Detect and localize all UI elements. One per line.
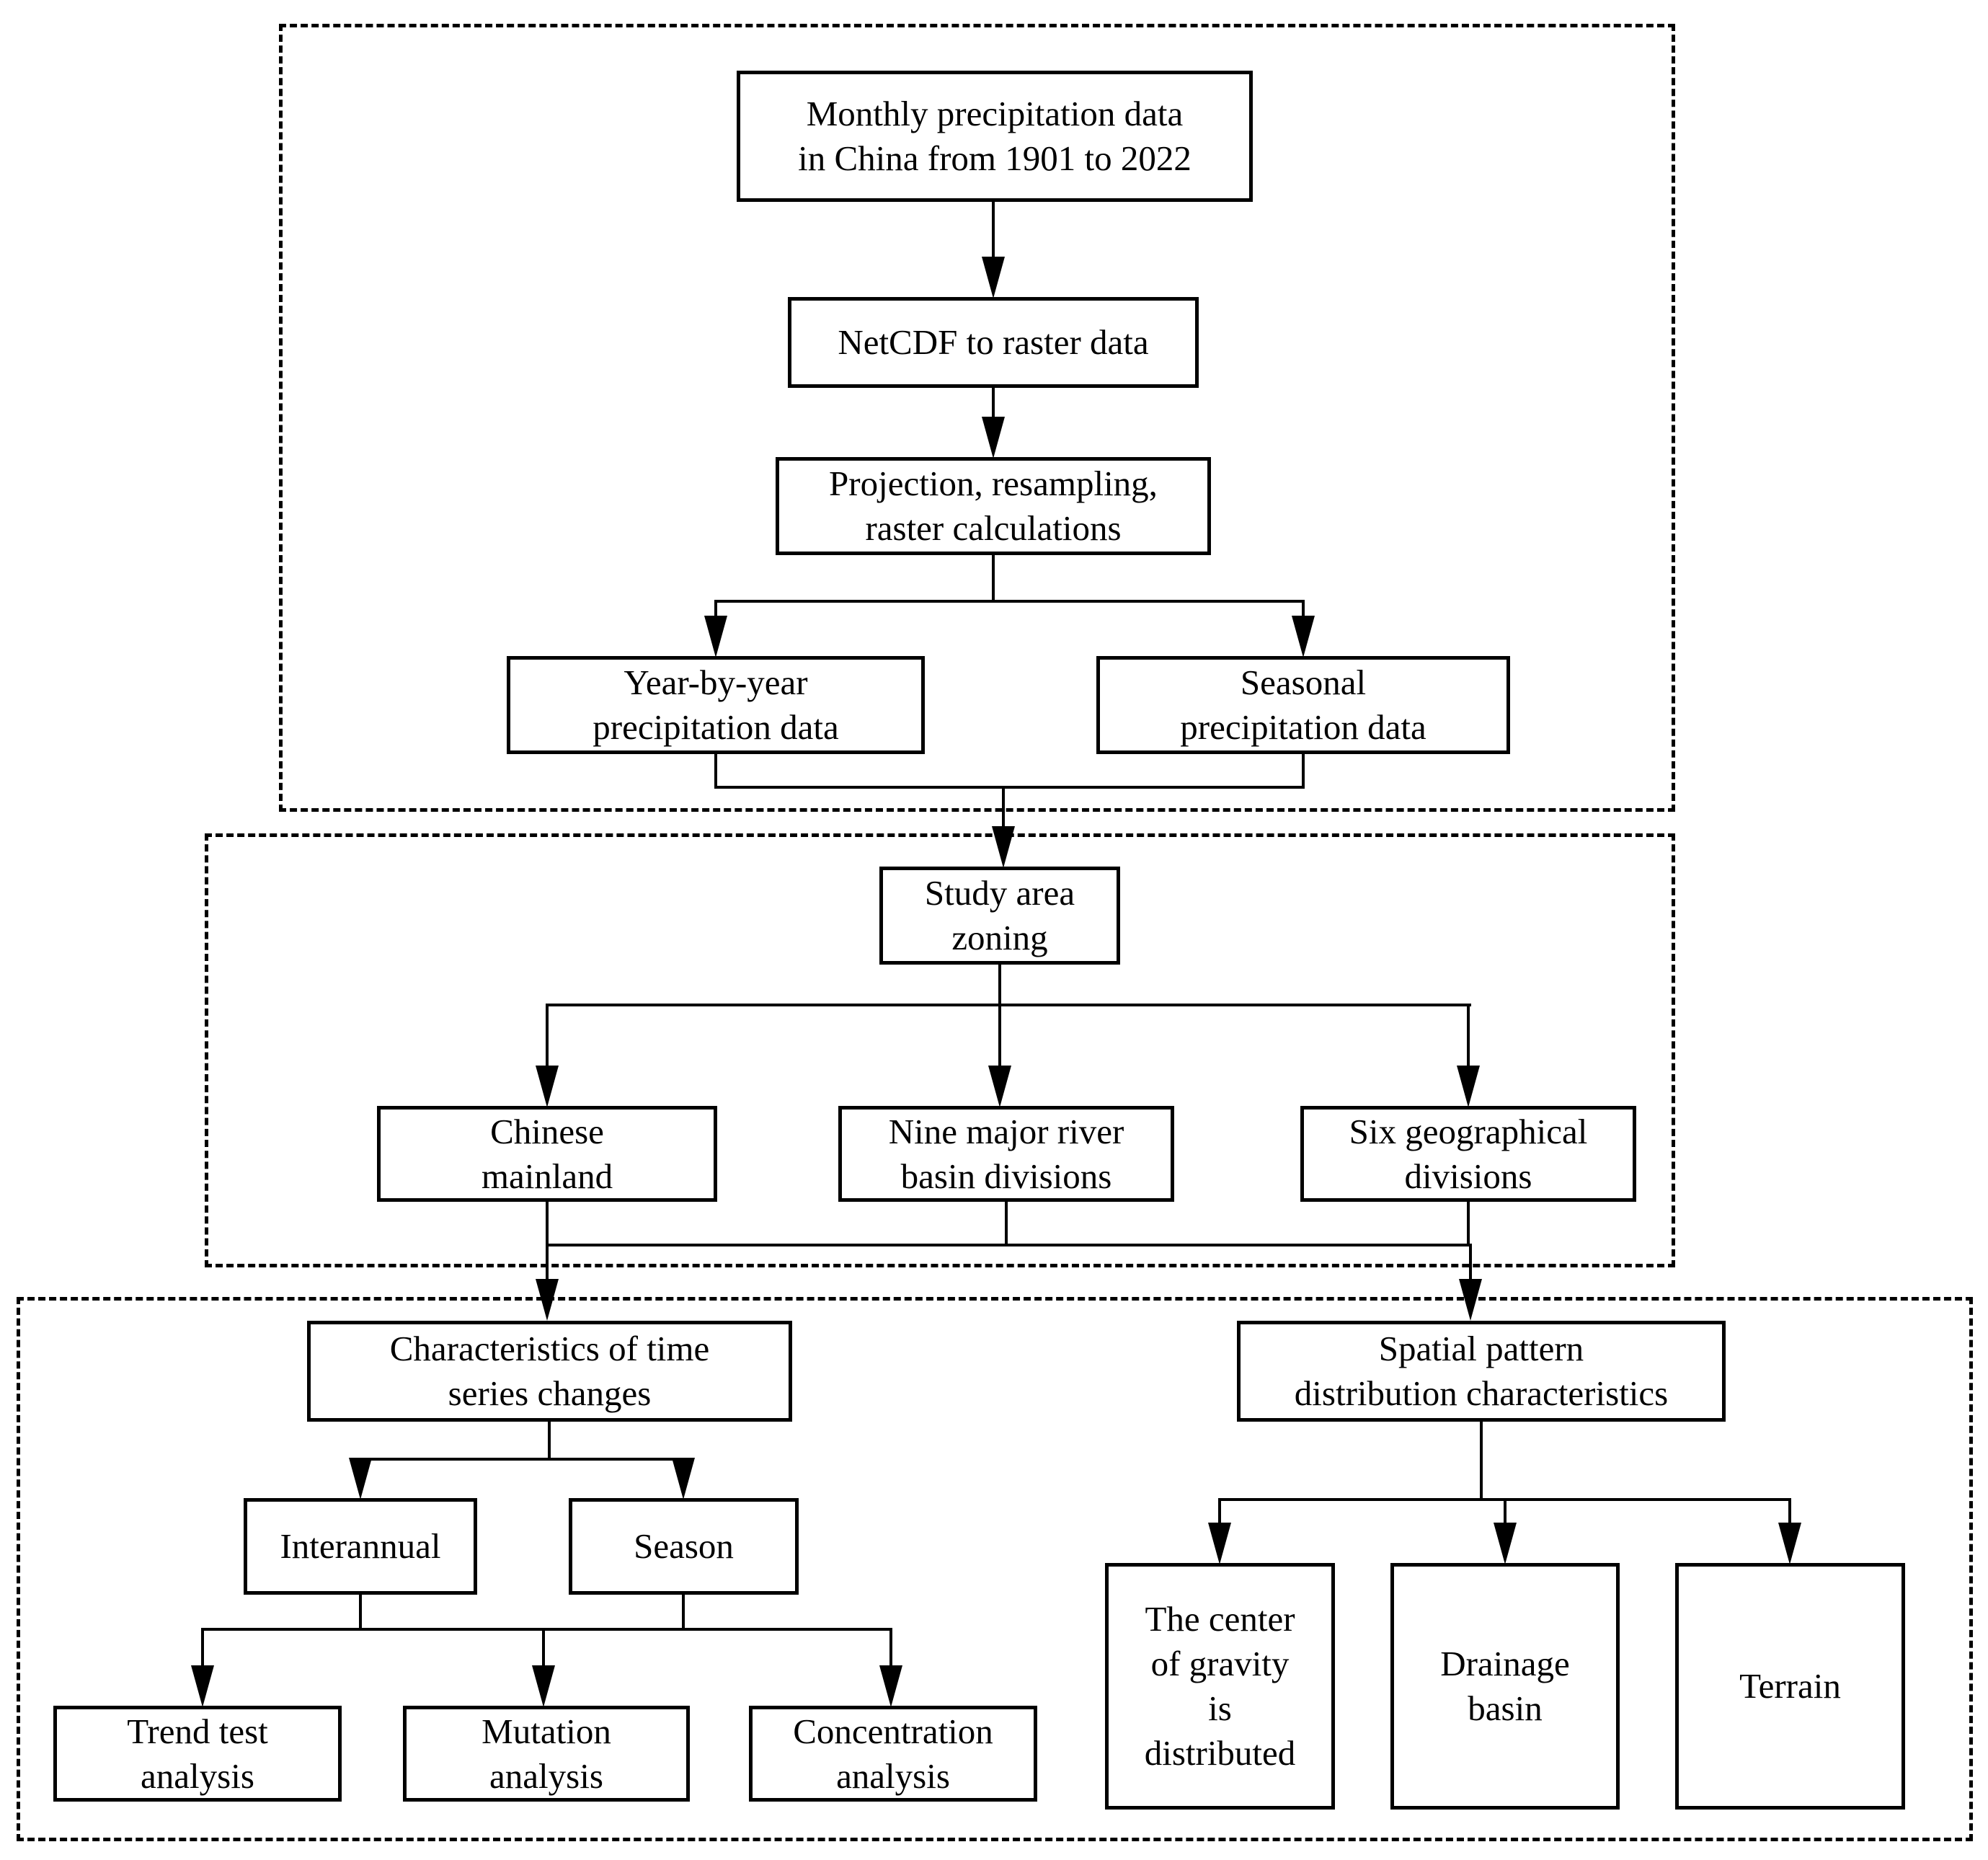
connector-line — [546, 1004, 1471, 1006]
connector-line — [1788, 1498, 1791, 1523]
connector-line — [1469, 1244, 1472, 1279]
node-netcdf-to-raster: NetCDF to raster data — [788, 297, 1199, 388]
arrow-down-icon — [536, 1279, 559, 1321]
connector-line — [714, 754, 717, 789]
connector-line — [1302, 754, 1305, 789]
connector-line — [546, 1004, 549, 1066]
connector-line — [992, 388, 995, 417]
node-center-of-gravity: The center of gravity is distributed — [1105, 1563, 1335, 1810]
arrow-down-icon — [1457, 1066, 1480, 1107]
arrow-down-icon — [988, 1066, 1011, 1107]
arrow-down-icon — [1778, 1523, 1801, 1564]
connector-line — [546, 1244, 549, 1279]
connector-line — [1467, 1004, 1470, 1066]
connector-line — [889, 1628, 892, 1665]
connector-line — [682, 1595, 685, 1631]
node-chinese-mainland: Chinese mainland — [377, 1106, 717, 1202]
node-study-area-zoning: Study area zoning — [879, 867, 1120, 965]
node-six-geographical-divisions: Six geographical divisions — [1300, 1106, 1636, 1202]
connector-line — [546, 1244, 1471, 1246]
node-time-series-characteristics: Characteristics of time series changes — [307, 1321, 792, 1422]
arrow-down-icon — [982, 257, 1005, 298]
arrow-down-icon — [349, 1458, 372, 1500]
node-concentration-analysis: Concentration analysis — [749, 1706, 1037, 1802]
node-projection-resampling: Projection, resampling, raster calculati… — [776, 457, 1211, 555]
connector-line — [201, 1628, 204, 1665]
connector-line — [992, 555, 995, 600]
arrow-down-icon — [1292, 616, 1315, 657]
connector-line — [714, 786, 1305, 789]
node-monthly-precipitation-data: Monthly precipitation data in China from… — [737, 71, 1253, 202]
connector-line — [359, 1458, 685, 1461]
arrow-down-icon — [191, 1665, 214, 1707]
arrow-down-icon — [1459, 1279, 1482, 1321]
node-season: Season — [569, 1498, 799, 1595]
node-year-by-year-data: Year-by-year precipitation data — [507, 656, 925, 754]
node-spatial-pattern-characteristics: Spatial pattern distribution characteris… — [1237, 1321, 1726, 1422]
section-analysis — [17, 1297, 1973, 1841]
arrow-down-icon — [1494, 1523, 1517, 1564]
arrow-down-icon — [982, 417, 1005, 459]
connector-line — [201, 1628, 892, 1631]
node-drainage-basin: Drainage basin — [1390, 1563, 1620, 1810]
arrow-down-icon — [536, 1066, 559, 1107]
arrow-down-icon — [1208, 1523, 1231, 1564]
connector-line — [548, 1422, 551, 1458]
section-study-area-zoning — [205, 833, 1675, 1267]
arrow-down-icon — [704, 616, 727, 657]
connector-line — [1480, 1422, 1483, 1498]
node-interannual: Interannual — [244, 1498, 477, 1595]
arrow-down-icon — [992, 826, 1015, 868]
connector-line — [1218, 1498, 1221, 1523]
section-data-preparation — [279, 24, 1675, 812]
connector-line — [714, 600, 1305, 603]
connector-line — [998, 965, 1001, 1066]
arrow-down-icon — [672, 1458, 695, 1500]
node-nine-river-basins: Nine major river basin divisions — [838, 1106, 1174, 1202]
node-mutation-analysis: Mutation analysis — [403, 1706, 690, 1802]
arrow-down-icon — [879, 1665, 902, 1707]
node-seasonal-data: Seasonal precipitation data — [1096, 656, 1510, 754]
connector-line — [714, 600, 717, 616]
arrow-down-icon — [532, 1665, 555, 1707]
node-trend-test-analysis: Trend test analysis — [53, 1706, 342, 1802]
node-terrain: Terrain — [1675, 1563, 1905, 1810]
connector-line — [1302, 600, 1305, 616]
connector-line — [992, 202, 995, 257]
connector-line — [1504, 1498, 1506, 1523]
connector-line — [1002, 786, 1005, 826]
connector-line — [1005, 1202, 1008, 1246]
connector-line — [1467, 1202, 1470, 1246]
connector-line — [546, 1202, 549, 1246]
connector-line — [542, 1628, 545, 1665]
connector-line — [359, 1595, 362, 1631]
